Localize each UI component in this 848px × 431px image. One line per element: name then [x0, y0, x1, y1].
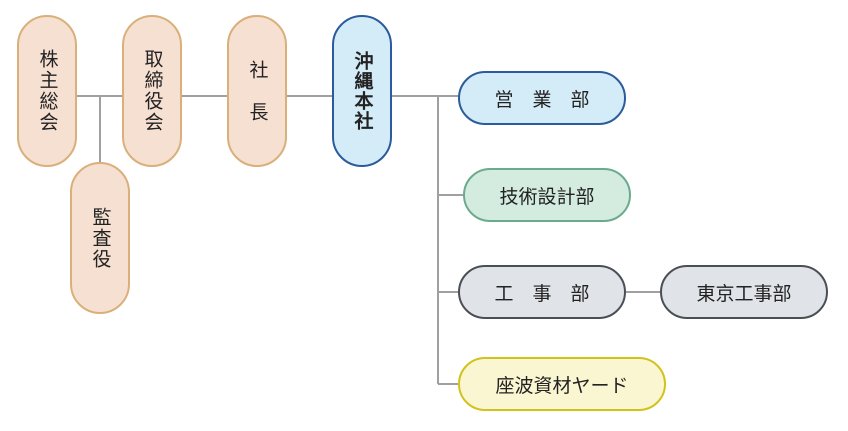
sales-department-label: 営 業 部	[494, 88, 590, 111]
node-sales-department: 営 業 部	[458, 71, 626, 125]
auditor-label: 監査役	[89, 206, 112, 270]
construction-department-label: 工 事 部	[494, 282, 590, 305]
zaha-materials-yard-label: 座波資材ヤード	[495, 374, 629, 397]
shareholders-meeting-label: 株主総会	[36, 49, 59, 133]
node-board-of-directors: 取締役会	[122, 15, 182, 167]
node-okinawa-head-office: 沖縄本社	[332, 15, 392, 167]
node-engineering-design-department: 技術設計部	[463, 168, 631, 222]
board-of-directors-label: 取締役会	[141, 49, 164, 133]
node-auditor: 監査役	[70, 162, 130, 314]
node-shareholders-meeting: 株主総会	[17, 15, 77, 167]
president-label: 社 長	[246, 59, 269, 123]
node-construction-department: 工 事 部	[458, 265, 626, 319]
node-zaha-materials-yard: 座波資材ヤード	[458, 357, 666, 411]
node-tokyo-construction-department: 東京工事部	[660, 265, 828, 319]
engineering-design-department-label: 技術設計部	[499, 185, 595, 208]
node-president: 社 長	[227, 15, 287, 167]
okinawa-head-office-label: 沖縄本社	[351, 51, 374, 131]
tokyo-construction-department-label: 東京工事部	[696, 282, 792, 305]
